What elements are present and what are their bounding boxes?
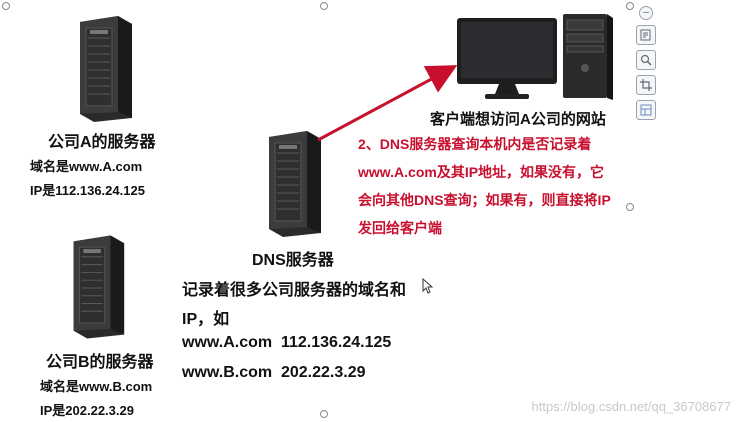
company-a-domain: 域名是www.A.com [30, 159, 143, 174]
crop-icon[interactable] [636, 75, 656, 95]
dns-record-a: www.A.com 112.136.24.125 [182, 334, 392, 351]
company-b-domain: 域名是www.B.com [40, 379, 153, 394]
company-b-title: 公司B的服务器 [46, 354, 154, 371]
step2-line2: www.A.com及其IP地址，如果没有，它 [358, 164, 605, 180]
selection-handle-top-middle[interactable] [320, 2, 328, 10]
client-computer-icon [457, 14, 613, 100]
watermark: https://blog.csdn.net/qq_36708677 [531, 399, 732, 414]
selection-handle-bottom-middle[interactable] [320, 410, 328, 418]
server-b-icon [73, 235, 125, 339]
selection-handle-middle-right[interactable] [626, 203, 634, 211]
step2-line4: 发回给客户端 [358, 220, 442, 236]
company-b-ip: IP是202.22.3.29 [40, 403, 134, 418]
collapse-icon[interactable]: – [639, 6, 653, 20]
edit-icon[interactable] [636, 25, 656, 45]
selection-handle-top-right[interactable] [626, 2, 634, 10]
dns-description-line2: IP，如 [182, 311, 230, 328]
server-a-icon [80, 16, 132, 122]
dns-record-b: www.B.com 202.22.3.29 [182, 364, 366, 381]
company-a-title: 公司A的服务器 [48, 134, 156, 151]
side-toolbar: – [633, 6, 659, 120]
selection-handle-top-left[interactable] [2, 2, 10, 10]
dns-description-line1: 记录着很多公司服务器的域名和 [182, 282, 407, 299]
zoom-icon[interactable] [636, 50, 656, 70]
step2-line3: 会向其他DNS查询；如果有，则直接将IP [358, 192, 611, 208]
layout-icon[interactable] [636, 100, 656, 120]
dns-server-icon [269, 131, 321, 237]
step2-line1: 2、DNS服务器查询本机内是否记录着 [358, 136, 592, 152]
client-label: 客户端想访问A公司的网站 [430, 111, 606, 128]
dns-server-title: DNS服务器 [252, 252, 334, 269]
company-a-ip: IP是112.136.24.125 [30, 183, 145, 198]
cursor-icon [422, 278, 434, 294]
